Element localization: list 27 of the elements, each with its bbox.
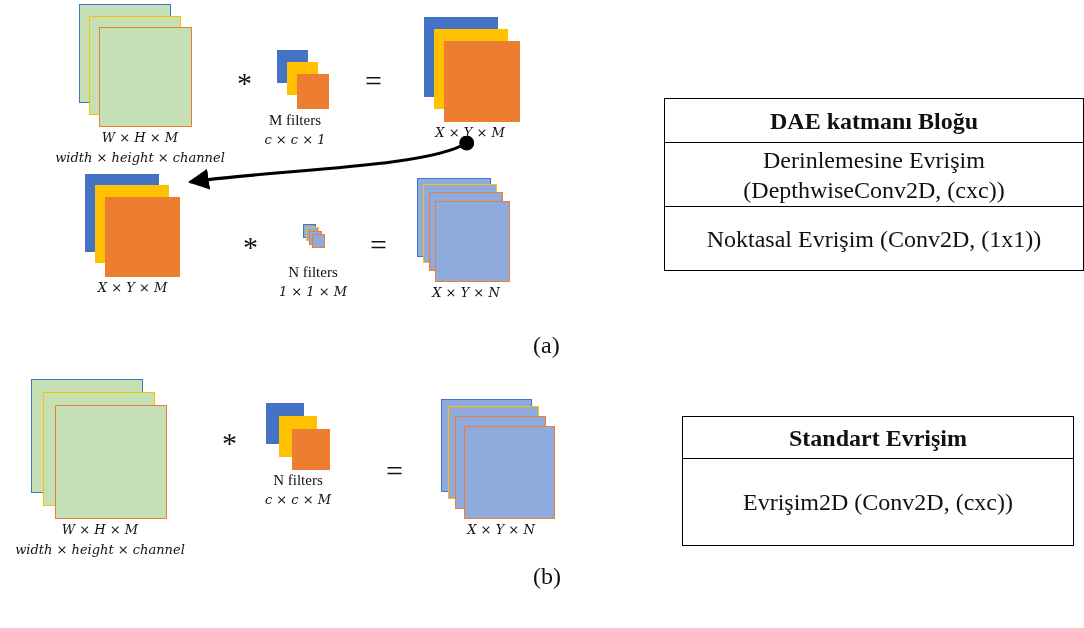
table-cell: Evrişim2D (Conv2D, (cxc)) [682,458,1074,546]
dimension-formula: 1 × 1 × M [278,283,348,301]
dimension-formula: width × height × channel [55,149,225,167]
dimension-formula: W × H × M [61,521,139,539]
panel-label: (b) [533,563,561,590]
filter-caption: N filters [288,263,338,282]
table-cell: Noktasal Evrişim (Conv2D, (1x1)) [664,206,1084,271]
operator-symbol: * [237,68,252,98]
table-header: DAE katmanı Bloğu [664,98,1084,144]
curved-arrow [187,135,475,190]
filter-caption: M filters [268,111,322,130]
dimension-formula: c × c × 1 [264,131,326,149]
operator-symbol: = [386,456,403,486]
filter-caption: N filters [273,471,323,490]
dimension-formula: X × Y × M [97,279,168,297]
dimension-formula: W × H × M [101,129,179,147]
table-header: Standart Evrişim [682,416,1074,460]
table-cell: Derinlemesine Evrişim (DepthwiseConv2D, (cxc)) [664,142,1084,208]
operator-symbol: * [222,428,237,458]
panel-label: (a) [533,332,560,359]
operator-symbol: * [243,232,258,262]
dimension-formula: c × c × M [264,491,332,509]
operator-symbol: = [365,66,382,96]
dimension-formula: X × Y × N [432,284,500,302]
dimension-formula: width × height × channel [15,541,185,559]
dimension-formula: X × Y × N [467,521,535,539]
operator-symbol: = [370,230,387,260]
